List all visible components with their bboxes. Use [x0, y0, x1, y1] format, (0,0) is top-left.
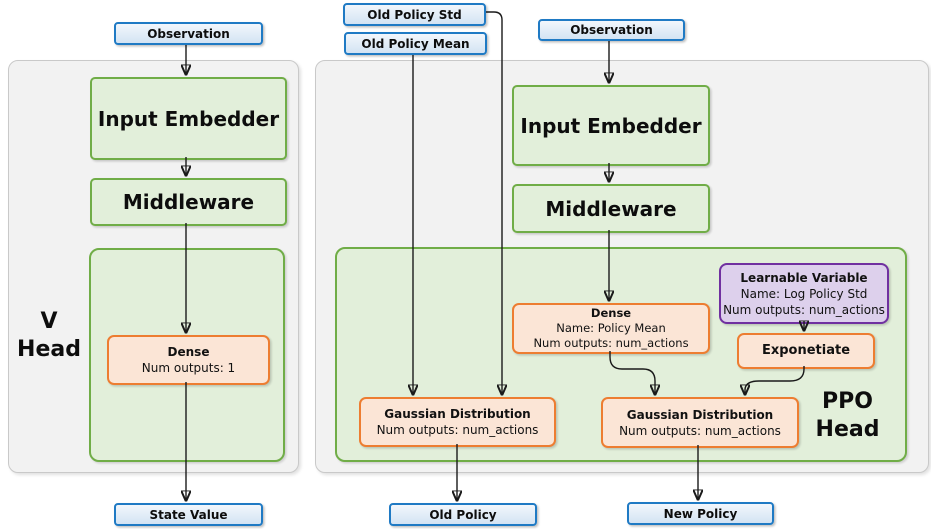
- ppo-middleware-label: Middleware: [545, 196, 677, 221]
- state-value-pill: State Value: [114, 503, 263, 526]
- v-middleware-label: Middleware: [122, 190, 255, 214]
- gaussian-new-num-outputs: Num outputs: num_actions: [619, 423, 781, 438]
- observation-pill-left: Observation: [114, 22, 263, 45]
- ppo-dense-name: Name: Policy Mean: [556, 321, 666, 335]
- gaussian-old-num-outputs: Num outputs: num_actions: [376, 423, 539, 437]
- old-policy-mean-pill: Old Policy Mean: [344, 32, 487, 55]
- exponetiate-label: Exponetiate: [761, 343, 851, 358]
- gaussian-new-title: Gaussian Distribution: [626, 407, 774, 422]
- ppo-head-label-line2: Head: [815, 417, 880, 442]
- ppo-middleware-box: Middleware: [512, 184, 710, 233]
- v-dense-num-outputs: Num outputs: 1: [141, 361, 236, 375]
- ppo-input-embedder-box: Input Embedder: [512, 85, 710, 166]
- v-input-embedder-box: Input Embedder: [90, 77, 287, 160]
- v-input-embedder-label: Input Embedder: [97, 106, 280, 131]
- ppo-head-label-line1: PPO: [822, 389, 873, 414]
- exponetiate-box: Exponetiate: [737, 333, 875, 369]
- learnable-variable-title: Learnable Variable: [740, 270, 868, 285]
- gaussian-distribution-old-box: Gaussian Distribution Num outputs: num_a…: [359, 397, 556, 447]
- ppo-dense-box: Dense Name: Policy Mean Num outputs: num…: [512, 303, 710, 354]
- v-head-label-line2: Head: [17, 337, 81, 362]
- v-head-label: V Head: [14, 308, 84, 364]
- new-policy-pill: New Policy: [627, 502, 774, 525]
- ppo-dense-num-outputs: Num outputs: num_actions: [533, 336, 689, 350]
- ppo-dense-title: Dense: [590, 306, 632, 320]
- learnable-variable-num-outputs: Num outputs: num_actions: [723, 302, 885, 317]
- v-middleware-box: Middleware: [90, 178, 287, 226]
- v-dense-box: Dense Num outputs: 1: [107, 335, 270, 385]
- ppo-head-label: PPO Head: [805, 388, 890, 444]
- old-policy-pill: Old Policy: [389, 503, 537, 526]
- learnable-variable-box: Learnable Variable Name: Log Policy Std …: [719, 263, 889, 324]
- v-dense-title: Dense: [167, 345, 210, 359]
- gaussian-distribution-new-box: Gaussian Distribution Num outputs: num_a…: [601, 397, 799, 448]
- observation-pill-right: Observation: [538, 19, 685, 41]
- ppo-input-embedder-label: Input Embedder: [520, 113, 702, 138]
- old-policy-std-pill: Old Policy Std: [343, 3, 486, 26]
- v-head-label-line1: V: [40, 309, 58, 334]
- gaussian-old-title: Gaussian Distribution: [384, 407, 531, 421]
- learnable-variable-name: Name: Log Policy Std: [740, 286, 868, 301]
